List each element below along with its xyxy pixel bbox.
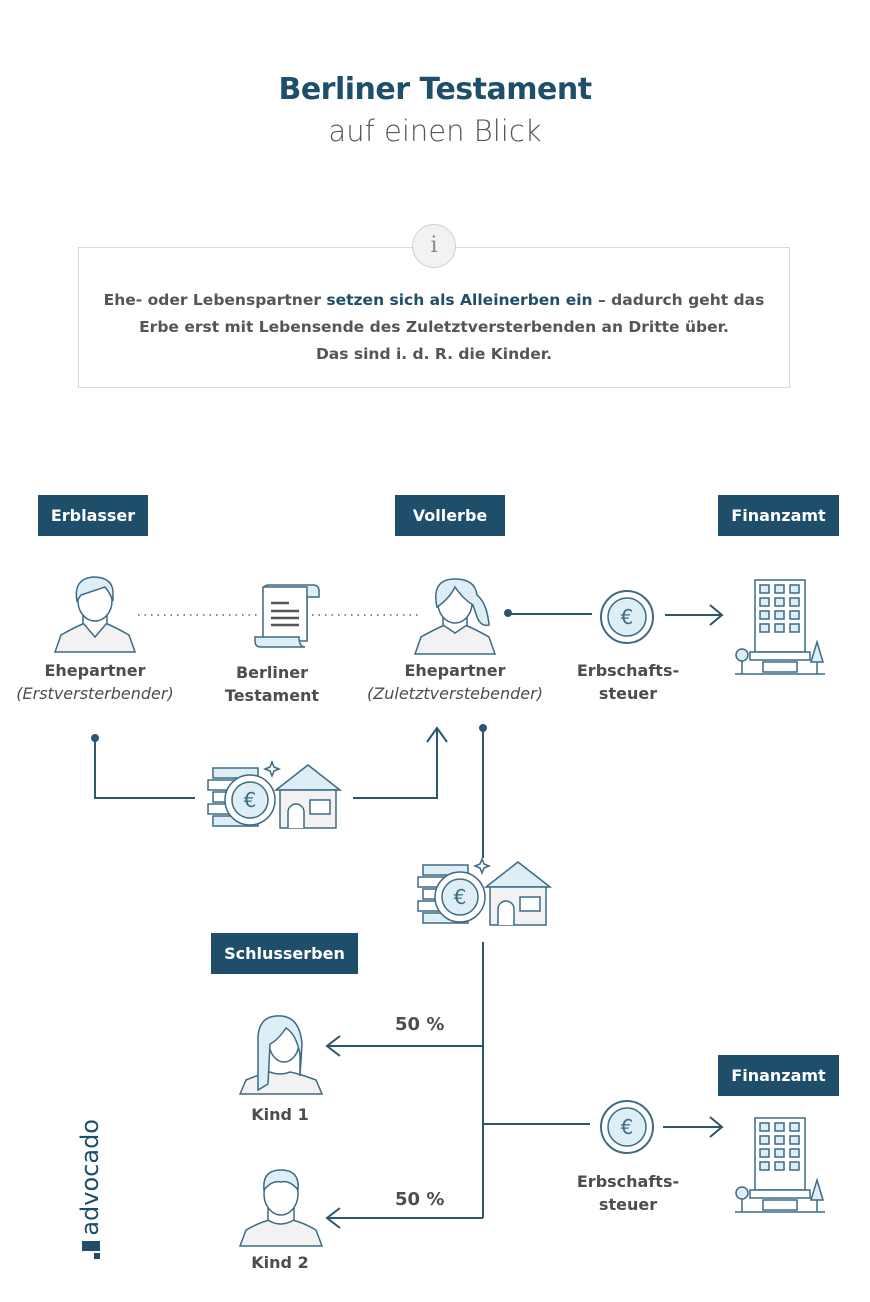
man-avatar-icon — [53, 576, 137, 653]
erbschaftssteuer-label: Erbschafts- steuer — [518, 1170, 738, 1216]
tag-finanzamt: Finanzamt — [718, 495, 839, 536]
boy-avatar-icon — [238, 1169, 324, 1247]
euro-coin-icon — [600, 1100, 654, 1154]
label-line: Berliner — [235, 663, 309, 682]
tag-vollerbe: Vollerbe — [395, 495, 505, 536]
testament-label: Berliner Testament — [162, 661, 382, 707]
kind1-label: Kind 1 — [251, 1105, 309, 1124]
label-name: Ehepartner — [44, 661, 146, 680]
girl-avatar-icon — [238, 1015, 324, 1095]
tag-erblasser: Erblasser — [38, 495, 148, 536]
erblasser-label: Ehepartner (Erstversterbender) — [0, 659, 205, 705]
label-line: Erbschafts- — [576, 661, 680, 680]
euro-coin-icon — [600, 590, 654, 644]
label-role: (Zuletztverstebender) — [367, 684, 543, 703]
final-heirs-flow — [325, 724, 724, 1229]
label-line: steuer — [598, 1195, 658, 1214]
info-text: Ehe- oder Lebenspartner setzen sich als … — [78, 287, 790, 368]
woman-avatar-icon — [413, 578, 497, 655]
share-kind2: 50 % — [395, 1189, 445, 1210]
info-text-part: – dadurch geht das — [592, 291, 765, 309]
info-highlight: setzen sich als Alleinerben ein — [326, 291, 593, 309]
kind2-label: Kind 2 — [251, 1253, 309, 1272]
label-line: Testament — [224, 686, 320, 705]
erbschaftssteuer-label: Erbschafts- steuer — [518, 659, 738, 705]
logo-text: advocado — [76, 1119, 104, 1236]
tag-finanzamt: Finanzamt — [718, 1055, 839, 1096]
label-name: Ehepartner — [404, 661, 506, 680]
info-line: Das sind i. d. R. die Kinder. — [315, 345, 553, 363]
tax-office-building-icon — [734, 1117, 826, 1213]
tag-schlusserben: Schlusserben — [211, 933, 358, 974]
label-line: Erbschafts- — [576, 1172, 680, 1191]
tax-flow-1 — [504, 604, 724, 626]
label-line: steuer — [598, 684, 658, 703]
info-text-part: Ehe- oder Lebenspartner — [103, 291, 327, 309]
label-role: (Erstversterbender) — [16, 684, 174, 703]
info-line: Erbe erst mit Lebensende des Zuletztvers… — [139, 318, 729, 336]
scroll-document-icon — [254, 584, 320, 648]
tax-office-building-icon — [734, 579, 826, 675]
info-icon: i — [412, 224, 456, 268]
assets-icon — [417, 858, 551, 926]
page-subtitle: auf einen Blick — [328, 114, 542, 148]
inheritance-flow — [91, 726, 448, 799]
page-title: Berliner Testament — [278, 72, 592, 107]
advocado-logo: advocado — [76, 1119, 104, 1259]
vollerbe-label: Ehepartner (Zuletztverstebender) — [345, 659, 565, 705]
share-kind1: 50 % — [395, 1014, 445, 1035]
logo-mark-icon — [82, 1240, 100, 1259]
assets-icon — [207, 761, 341, 829]
